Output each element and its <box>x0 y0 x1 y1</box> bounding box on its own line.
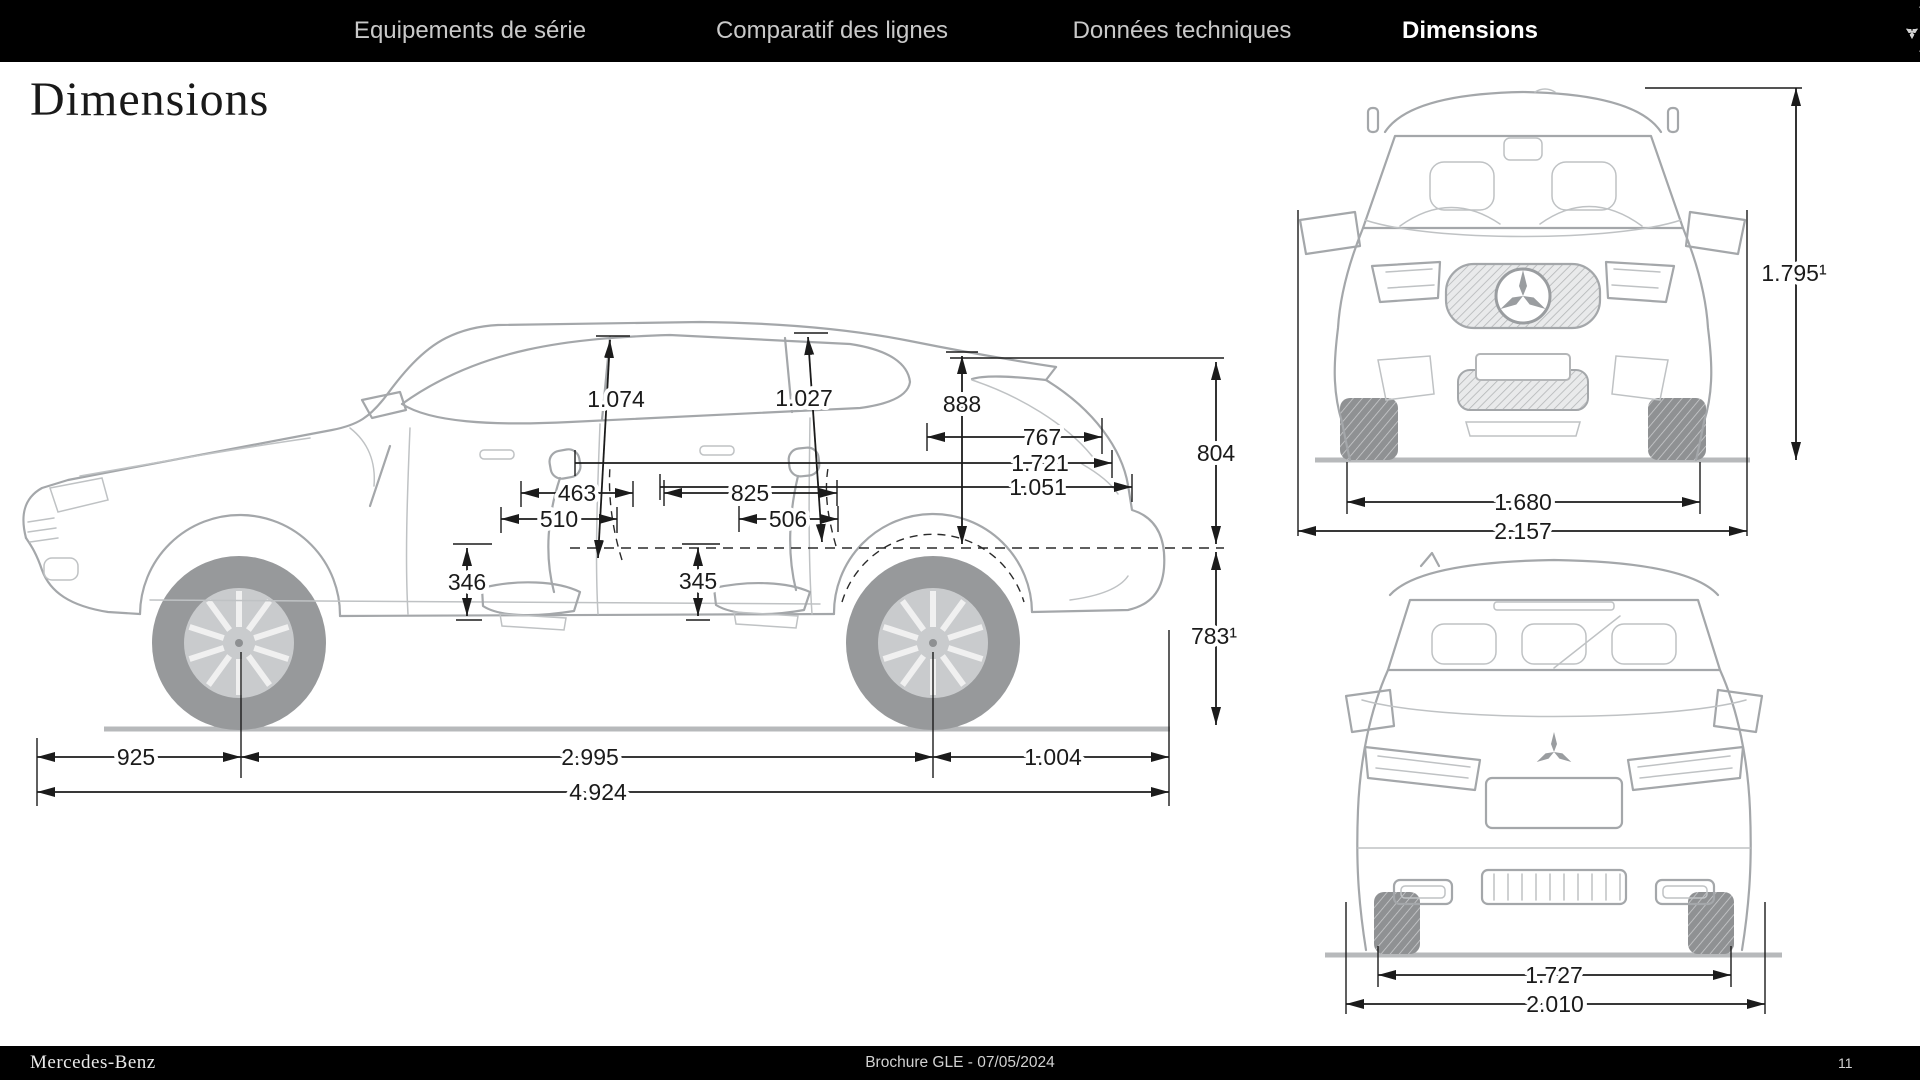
tab-dimensions[interactable]: Dimensions <box>1401 17 1539 44</box>
top-navigation: Equipements de série Comparatif des lign… <box>0 0 1920 62</box>
dim-label-overhang-rear: 1.004 <box>1024 744 1082 770</box>
dim-label-seat-height-rear: 345 <box>679 568 717 594</box>
page-title: Dimensions <box>30 73 270 126</box>
rear-wheel <box>846 556 1020 730</box>
page-number: 11 <box>1838 1055 1853 1071</box>
side-view-dimensions <box>36 332 1224 806</box>
dim-label-seat-depth-rear: 506 <box>769 506 807 532</box>
dim-label-track-front: 1.680 <box>1494 489 1552 515</box>
footer-bar: Mercedes-Benz Brochure GLE - 07/05/2024 … <box>0 1046 1920 1080</box>
dim-label-width-between-arches: 1.051 <box>1009 474 1067 500</box>
dim-label-width-rear: 2.010 <box>1526 991 1584 1017</box>
dim-label-trunk-opening: 888 <box>943 391 981 417</box>
front-view-diagram: 1.795¹ 1.680 2.157 <box>1297 87 1831 548</box>
dim-label-headroom-rear: 1.027 <box>775 385 833 411</box>
dim-label-overhang-front: 925 <box>117 744 155 770</box>
dim-label-track-rear: 1.727 <box>1525 962 1583 988</box>
mercedes-star-emblem <box>1494 267 1552 325</box>
dim-label-sill-height: 783¹ <box>1191 623 1237 649</box>
brand-wordmark: Mercedes-Benz <box>30 1052 156 1073</box>
dim-label-seat-height-front: 346 <box>448 569 486 595</box>
rear-view-dimensions <box>1345 902 1766 1014</box>
mercedes-star-pattern <box>1260 0 1920 62</box>
car-front-drawing <box>1298 88 1750 463</box>
dim-label-width-liftgate: 1.721 <box>1011 450 1069 476</box>
tab-donnees-techniques[interactable]: Données techniques <box>1072 17 1292 44</box>
document-title: Brochure GLE - 07/05/2024 <box>865 1054 1055 1071</box>
dim-label-height: 1.795¹ <box>1761 260 1827 286</box>
rear-view-diagram: 1.727 2.010 <box>1325 551 1782 1021</box>
dim-label-length: 4.924 <box>569 779 627 805</box>
dim-label-opening-height: 804 <box>1197 440 1236 466</box>
dim-label-seat-depth-front: 510 <box>540 506 578 532</box>
dim-label-load-floor-length: 767 <box>1023 424 1061 450</box>
dim-label-width-total: 2.157 <box>1494 518 1552 544</box>
tab-equipements-de-serie[interactable]: Equipements de série <box>353 17 587 44</box>
dim-label-legroom-front: 463 <box>558 480 596 506</box>
front-wheel <box>152 556 326 730</box>
side-view-diagram: 1.074 1.027 888 767 1.721 1.051 463 510 … <box>22 320 1241 809</box>
car-rear-drawing <box>1325 551 1782 958</box>
front-view-dimensions <box>1297 87 1802 536</box>
dim-label-legroom-rear: 825 <box>731 480 769 506</box>
car-side-drawing <box>22 320 1170 732</box>
tab-comparatif-des-lignes[interactable]: Comparatif des lignes <box>715 17 949 44</box>
dim-label-wheelbase: 2.995 <box>561 744 619 770</box>
dim-label-headroom-front: 1.074 <box>587 386 645 412</box>
